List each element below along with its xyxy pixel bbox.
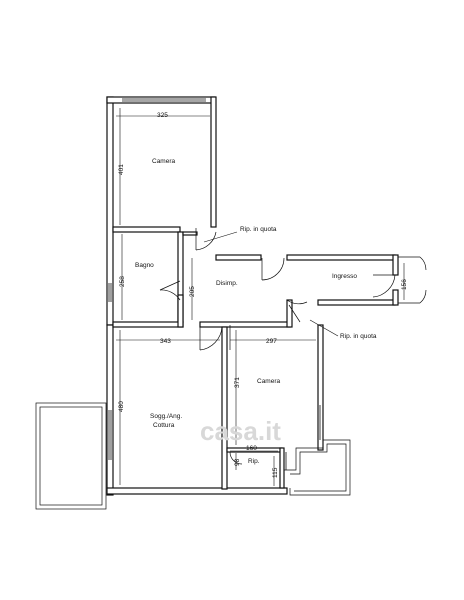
dimension-lines [116, 108, 405, 486]
note-rip-in-quota-top: Rip. in quota [240, 226, 277, 233]
room-label-disimp: Disimp. [216, 280, 238, 287]
dim-disimp-height: 205 [189, 286, 196, 297]
doors [159, 228, 396, 465]
balcony-right [284, 439, 351, 496]
dim-rip-height-a: 98 [234, 458, 241, 466]
exterior-walls [106, 96, 399, 496]
room-label-soggiorno: Sogg./Ang. [150, 413, 182, 420]
dim-soggiorno-width: 343 [160, 338, 171, 345]
room-label-cottura: Cottura [153, 422, 175, 429]
dim-rip-height-b: 115 [272, 467, 279, 478]
dim-soggiorno-height: 480 [118, 401, 125, 412]
entry-landing [398, 256, 427, 304]
room-label-camera-top: Camera [152, 158, 176, 165]
room-label-rip: Rip. [248, 458, 260, 465]
watermark-text: casa.it [200, 416, 281, 446]
windows [108, 98, 321, 470]
dim-camera-top-width: 325 [157, 112, 168, 119]
dim-ingresso-height: 156 [401, 279, 408, 290]
dim-bagno-height: 258 [119, 276, 126, 287]
balcony-left [35, 402, 107, 510]
room-label-ingresso: Ingresso [332, 273, 357, 280]
dim-rip-width: 160 [246, 445, 257, 452]
room-label-camera-bottom: Camera [257, 378, 281, 385]
dim-camera-bottom-width: 297 [266, 338, 277, 345]
dim-camera-top-height: 401 [118, 164, 125, 175]
room-label-bagno: Bagno [135, 262, 154, 269]
dim-camera-bottom-height: 371 [234, 377, 241, 388]
note-rip-in-quota-bottom: Rip. in quota [340, 333, 377, 340]
interior-walls [112, 226, 293, 490]
